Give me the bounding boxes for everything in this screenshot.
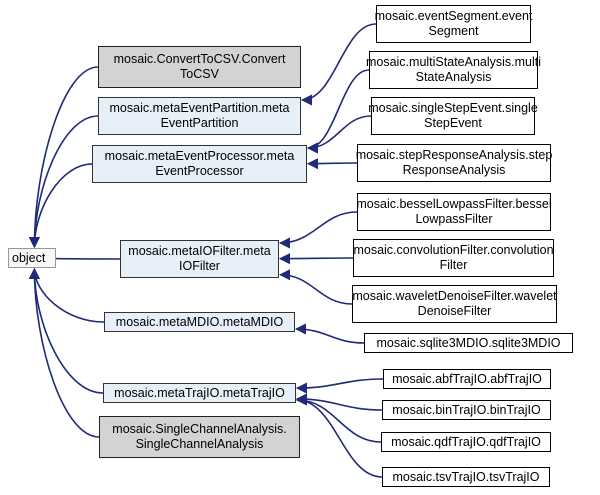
edge-convolution_filter-to-meta_io_filter	[278, 253, 354, 265]
node-sqlite3-mdio: mosaic.sqlite3MDIO.sqlite3MDIO	[364, 333, 573, 353]
node-wavelet-denoise-filter: mosaic.waveletDenoiseFilter.wavelet Deno…	[352, 285, 557, 323]
node-event-segment: mosaic.eventSegment.event Segment	[375, 5, 532, 43]
node-step-response-analysis: mosaic.stepResponseAnalysis.step Respons…	[356, 144, 552, 182]
edge-meta_event_processor-to-object	[28, 163, 93, 249]
edge-wavelet_denoise_filter-to-meta_io_filter	[278, 269, 353, 305]
edge-bessel_lowpass_filter-to-meta_io_filter	[278, 211, 358, 249]
edge-single_channel_analysis-to-object	[28, 267, 100, 438]
node-object: object	[8, 248, 56, 268]
node-single-step-event: mosaic.singleStepEvent.single StepEvent	[368, 97, 538, 135]
edge-meta_traj_io-to-object	[28, 267, 104, 394]
edge-meta_event_partition-to-object	[28, 115, 99, 249]
node-bessel-lowpass-filter: mosaic.besselLowpassFilter.bessel Lowpas…	[356, 193, 552, 231]
edge-abf_traj_io-to-meta_traj_io	[295, 378, 384, 394]
node-abf-traj-io: mosaic.abfTrajIO.abfTrajIO	[383, 369, 551, 389]
edge-sqlite3_mdio-to-meta_mdio	[294, 323, 365, 344]
node-convert-to-csv: mosaic.ConvertToCSV.Convert ToCSV	[98, 46, 301, 88]
node-meta-io-filter: mosaic.metaIOFilter.meta IOFilter	[120, 240, 279, 278]
node-convolution-filter: mosaic.convolutionFilter.convolution Fil…	[353, 239, 554, 277]
edge-bin_traj_io-to-meta_traj_io	[295, 393, 383, 411]
edge-tsv_traj_io-to-meta_traj_io	[295, 394, 383, 478]
node-meta-event-processor: mosaic.metaEventProcessor.meta EventProc…	[92, 145, 307, 183]
edge-multi_state_analysis-to-meta_event_processor	[306, 69, 370, 154]
edge-qdf_traj_io-to-meta_traj_io	[295, 394, 382, 443]
edge-event_segment-to-meta_event_partition	[300, 23, 377, 106]
edge-single_step_event-to-meta_event_processor	[306, 115, 372, 154]
node-qdf-traj-io: mosaic.qdfTrajIO.qdfTrajIO	[381, 432, 551, 452]
node-bin-traj-io: mosaic.binTrajIO.binTrajIO	[382, 400, 551, 420]
edge-convert_to_csv-to-object	[28, 66, 99, 249]
node-meta-mdio: mosaic.metaMDIO.metaMDIO	[104, 312, 295, 332]
node-tsv-traj-io: mosaic.tsvTrajIO.tsvTrajIO	[382, 467, 550, 487]
edge-meta_mdio-to-object	[28, 267, 105, 323]
node-single-channel-analysis: mosaic.SingleChannelAnalysis. SingleChan…	[99, 416, 300, 458]
edge-step_response_analysis-to-meta_event_processor	[306, 158, 358, 170]
node-multi-state-analysis: mosaic.multiStateAnalysis.multi StateAna…	[366, 51, 541, 89]
node-meta-traj-io: mosaic.metaTrajIO.metaTrajIO	[103, 383, 296, 403]
node-meta-event-partition: mosaic.metaEventPartition.meta EventPart…	[98, 97, 301, 135]
